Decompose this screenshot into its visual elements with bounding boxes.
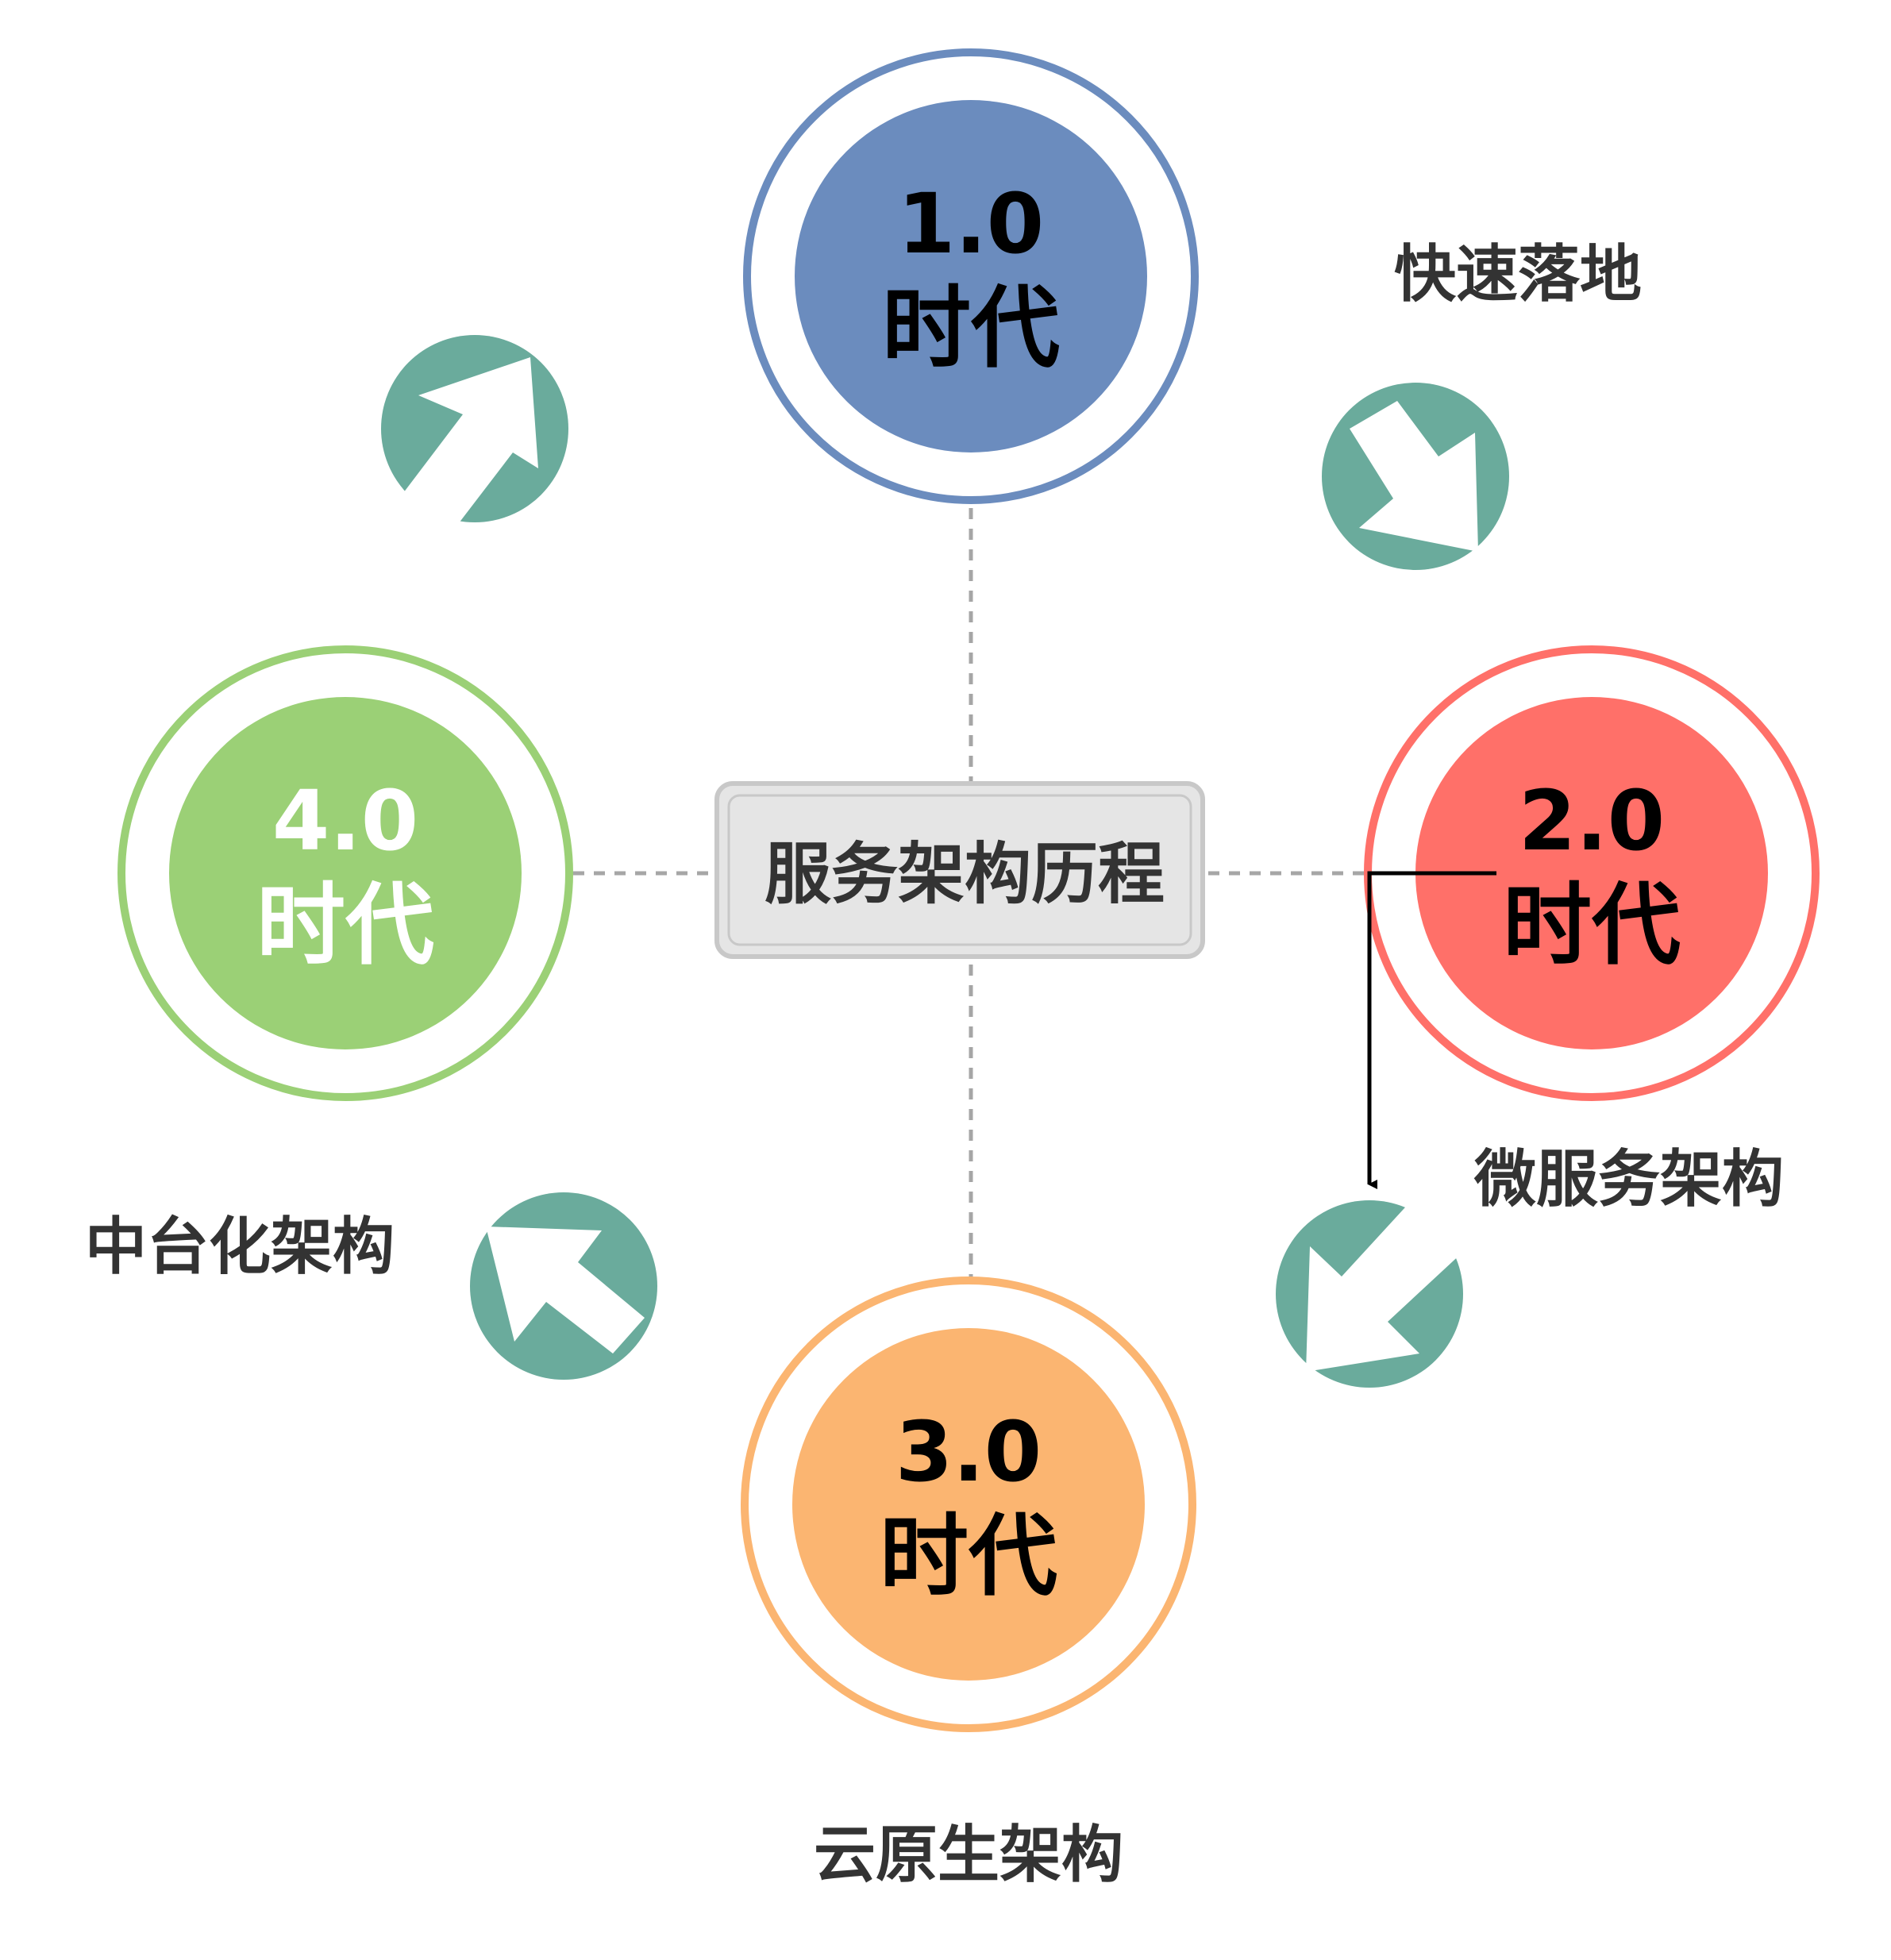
era-3-number: 3.0 [895,1404,1042,1500]
era-4-suffix: 时代 [256,874,434,977]
arrow-se-icon [1322,383,1509,570]
era-1-circle: 1.0 时代 [743,48,1199,504]
era-3-suffix: 时代 [880,1505,1057,1608]
connectors [573,508,1369,1278]
arrow-nw-icon [470,1192,657,1380]
arrow-ne-icon [381,335,568,533]
stage-fast-label: 快速落地 [1394,239,1642,310]
era-2-number: 2.0 [1519,772,1665,869]
era-4-circle: 4.0 时代 [117,645,573,1101]
stage-micro-label: 微服务架构 [1473,1144,1784,1215]
era-2-circle: 2.0 时代 [1364,645,1820,1101]
arrow-sw-icon [1276,1199,1465,1388]
era-2-suffix: 时代 [1503,874,1681,977]
center-label: 服务架构历程 [764,835,1165,913]
elbow-connector [1367,871,1496,1189]
stage-middle-label: 中台化架构 [85,1211,395,1283]
era-4-number: 4.0 [272,772,418,869]
center-box: 服务架构历程 [714,781,1205,959]
era-1-suffix: 时代 [882,277,1060,380]
stage-cloud-label: 云原生架构 [814,1819,1123,1891]
era-1-number: 1.0 [898,175,1044,272]
era-3-circle: 3.0 时代 [741,1277,1196,1732]
